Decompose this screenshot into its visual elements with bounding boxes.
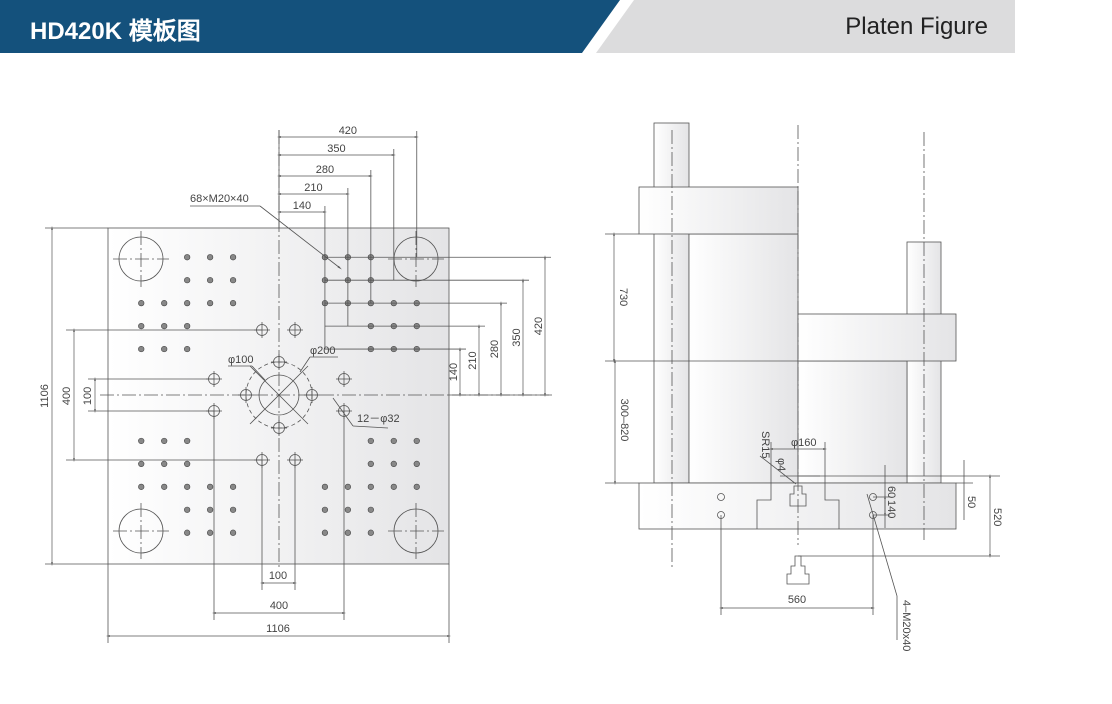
dim-left-400: 400 [61,387,73,405]
tapped-hole [207,483,214,490]
mold-space-lower [797,360,908,484]
locating-ring-circle [258,374,300,416]
tapped-hole [321,483,329,490]
tapped-hole [344,506,351,513]
tapped-hole [413,483,420,490]
tapped-hole [161,437,168,445]
dim-60: 60 [885,486,897,498]
dim-right-140: 140 [448,363,460,381]
tapped-hole [184,437,191,445]
label-phi200: φ200 [310,345,336,357]
tapped-hole [229,300,237,307]
tapped-hole [413,460,420,467]
tapped-hole [367,460,374,467]
tapped-hole [138,300,145,307]
tapped-hole [344,529,351,536]
page-title: HD420K 模板图 [30,18,201,45]
dim-right-420: 420 [533,317,545,335]
dim-right-350: 350 [511,328,523,346]
mold-space [688,233,799,484]
dim-top-420: 420 [339,125,357,137]
tapped-hole [207,529,214,536]
tapped-hole [161,345,168,353]
pcd-circle [245,361,313,429]
tapped-hole [184,277,191,284]
label-phi100: φ100 [228,354,254,366]
nozzle-tip [786,555,810,585]
tapped-hole [367,529,374,536]
label-tapped-holes: 68×M20×40 [190,193,249,205]
tapped-hole [184,506,191,513]
tapped-hole [390,460,397,467]
tapped-hole [161,323,168,330]
tapped-hole [138,437,145,445]
label-sr15: SR15 [759,431,771,459]
dim-50: 50 [965,496,977,508]
fixed-platen-block [797,313,957,362]
tapped-hole [184,323,191,330]
dim-top-350: 350 [327,143,345,155]
label-12-phi32: 12－φ32 [357,413,400,425]
dim-520: 520 [991,508,1003,526]
tapped-hole [184,460,191,467]
tapped-hole [138,460,145,467]
tapped-hole [184,483,191,490]
label-4-m20x40: 4–M20x40 [900,600,912,651]
header-banner [0,0,620,53]
tapped-hole [367,483,374,490]
tapped-hole [184,345,191,353]
tapped-hole [229,506,237,513]
tapped-hole [138,345,145,353]
tapped-hole [207,300,214,307]
tapped-hole [229,483,237,490]
tapped-hole [184,300,191,307]
nozzle-seat [789,485,807,507]
dim-right-280: 280 [489,340,501,358]
dim-top-280: 280 [316,164,334,176]
dim-phi160: φ160 [791,437,817,449]
tapped-hole [207,506,214,513]
tapped-hole [367,506,374,513]
dim-300-820: 300–820 [618,399,630,442]
page-subtitle: Platen Figure [845,13,988,40]
dim-left-100: 100 [82,387,94,405]
tapped-hole [207,254,214,261]
tapped-hole [229,254,237,261]
header-banner-right [596,0,1015,53]
tie-bar-left [653,122,690,484]
tapped-hole [413,437,420,445]
tapped-hole [138,323,145,330]
tapped-hole [367,437,374,445]
tapped-hole [207,277,214,284]
tapped-hole [161,300,168,307]
dim-140: 140 [885,500,897,518]
dim-bottom-1106: 1106 [266,623,290,635]
front-view: 420 350 280 210 140 420 350 280 210 140 1106 400… [39,125,552,643]
dim-top-210: 210 [304,182,322,194]
dim-560: 560 [788,594,806,606]
tapped-hole [229,529,237,536]
tapped-hole [344,483,351,490]
tapped-hole [138,483,145,490]
dim-bottom-100: 100 [269,570,287,582]
tapped-hole [161,460,168,467]
dim-730: 730 [617,288,629,306]
dim-left-1106: 1106 [39,384,51,408]
tapped-hole [184,529,191,536]
tapped-hole [321,529,329,536]
tapped-hole [390,437,397,445]
dim-phi4: φ4 [775,458,787,471]
moving-platen-block [638,186,799,235]
dim-top-140: 140 [293,200,311,212]
dim-bottom-400: 400 [270,600,288,612]
tapped-hole [321,506,329,513]
tapped-hole [229,277,237,284]
dim-right-210: 210 [467,351,479,369]
side-view: 730 300–820 φ160 φ4 SR15 60 140 50 520 5… [605,122,1003,651]
tapped-hole [390,483,397,490]
tapped-hole [184,254,191,261]
tapped-hole [161,483,168,490]
